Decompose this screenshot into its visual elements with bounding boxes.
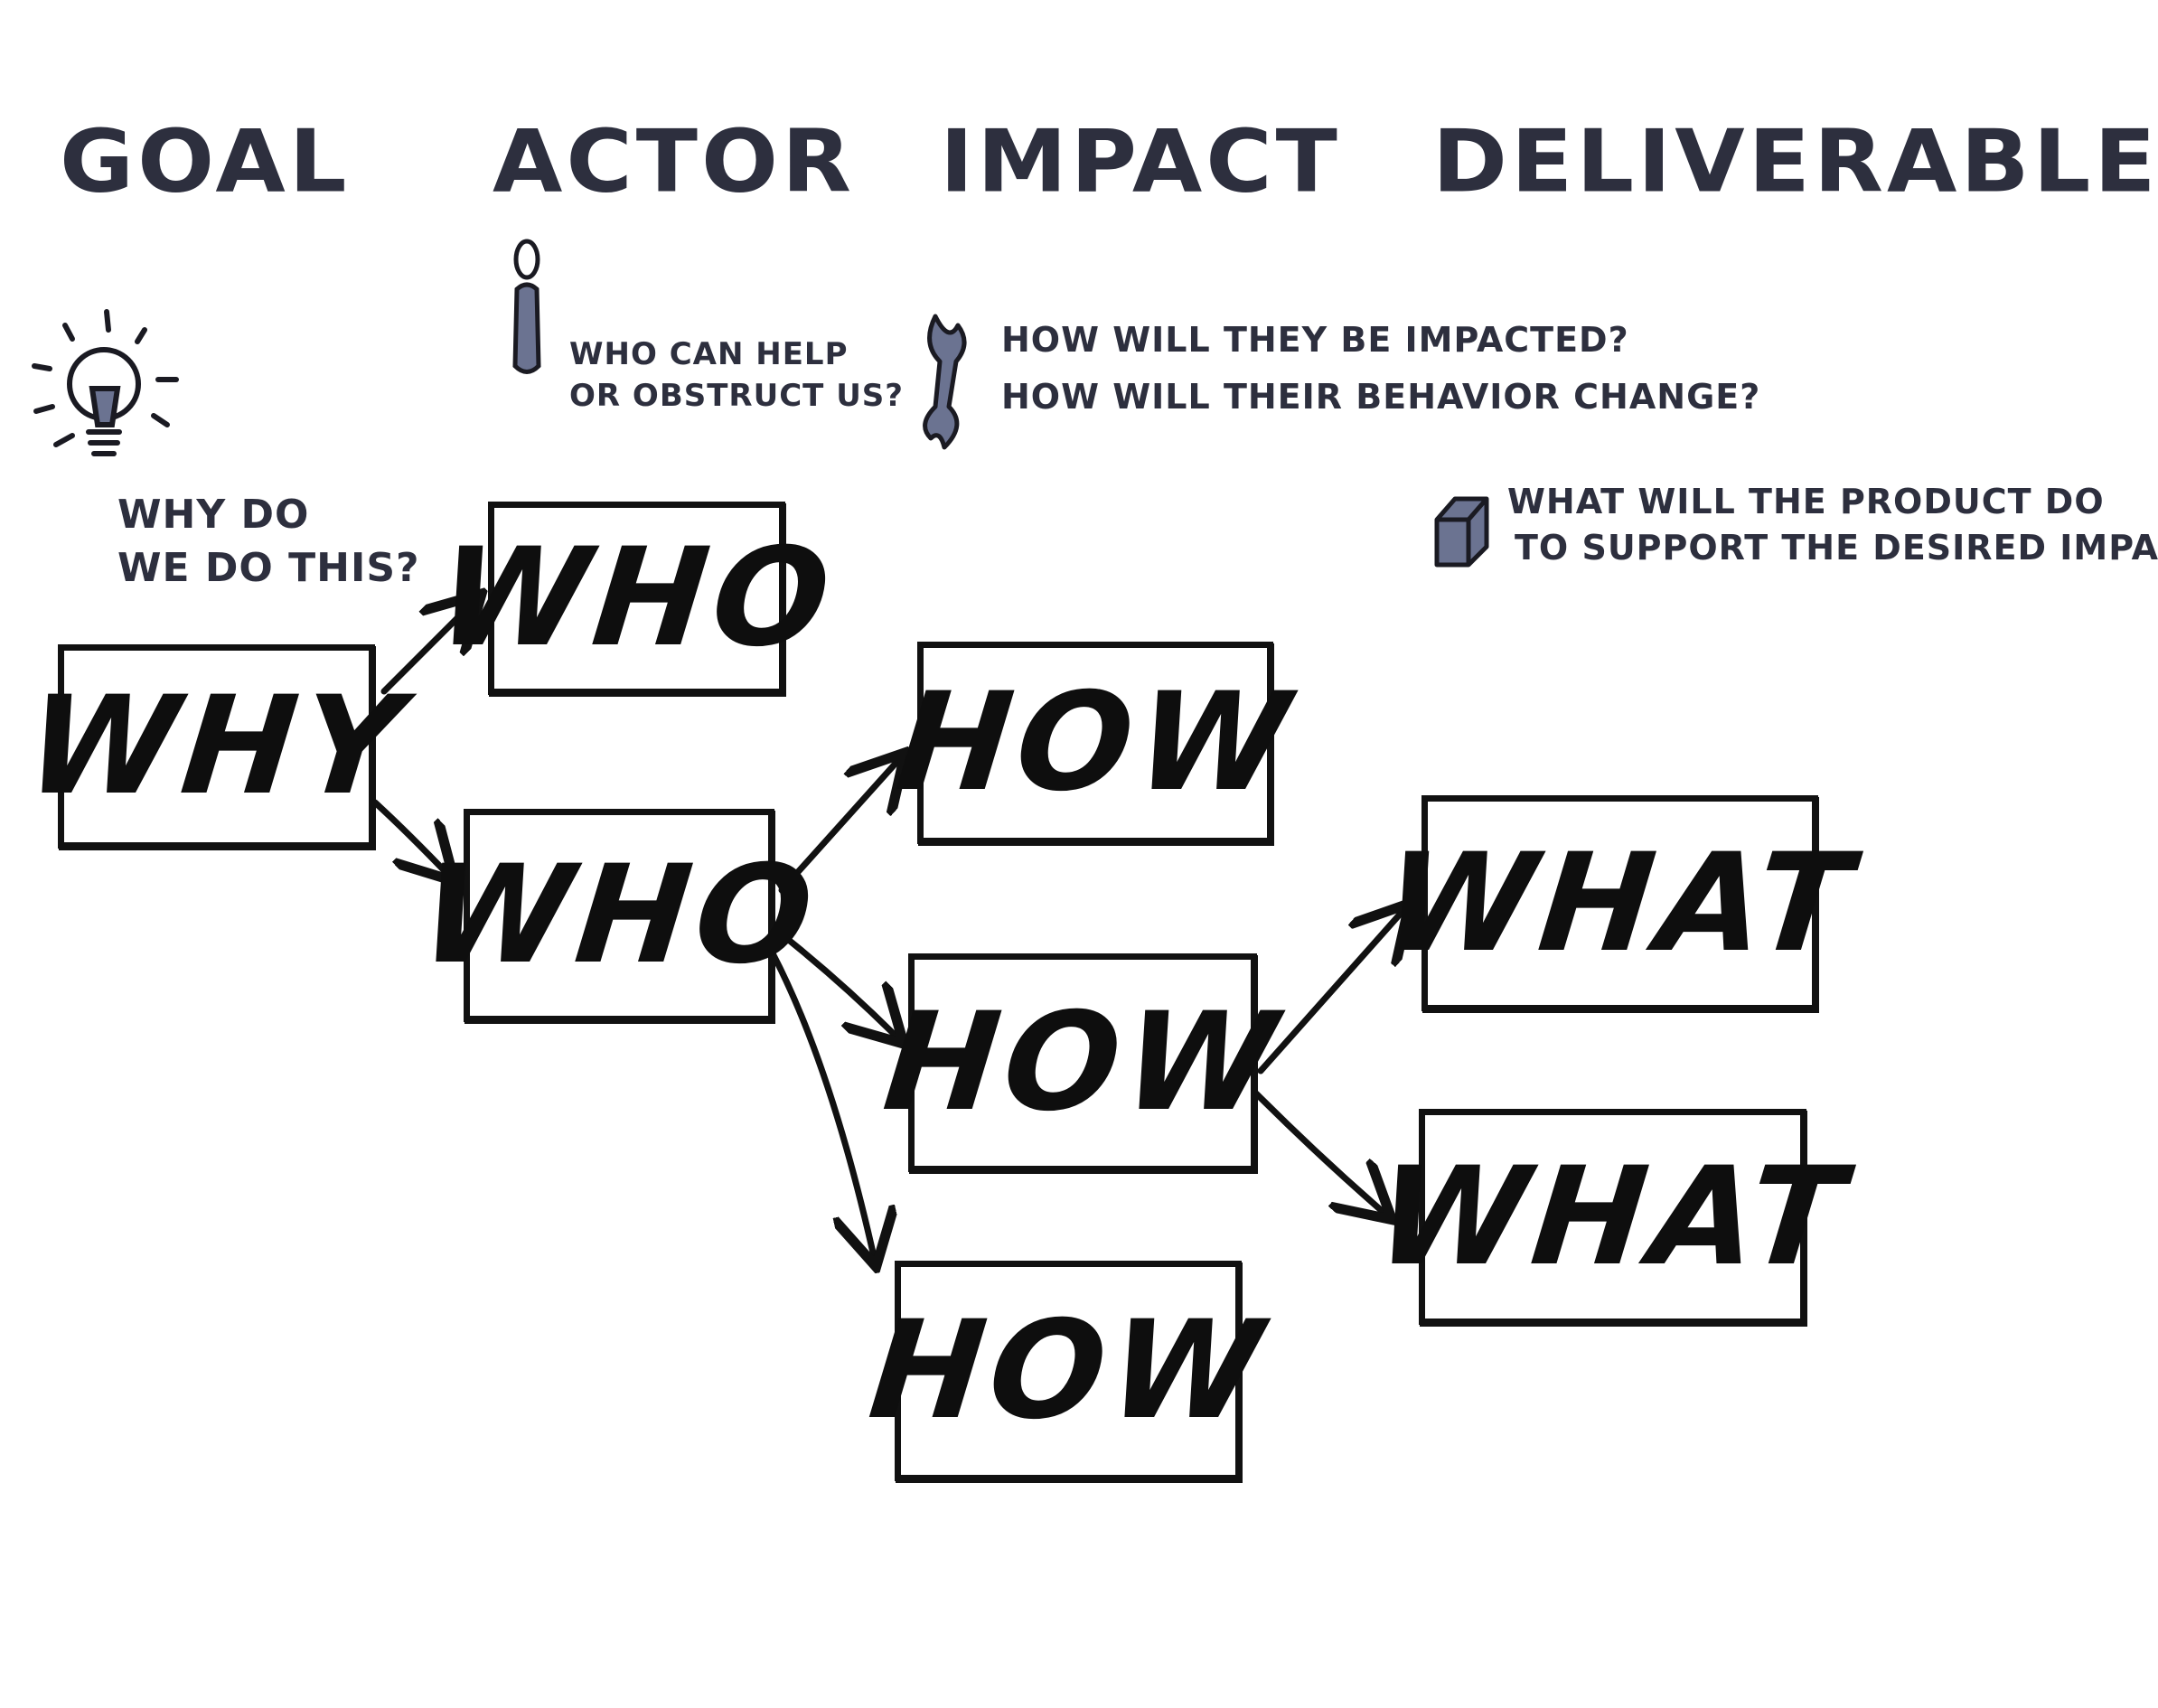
actor-note-line-1: WHO CAN HELP (569, 336, 849, 372)
column-title-actor: ACTOR (493, 110, 856, 212)
how-box-1-label: HOW (889, 664, 1301, 821)
impact-note-line-2: HOW WILL THEIR BEHAVIOR CHANGE? (1001, 376, 1761, 417)
arrow-why-to-who-1 (380, 598, 477, 695)
why-box-label: WHY (19, 668, 414, 825)
what-box-2: WHAT (1370, 1109, 1855, 1325)
how-box-1: HOW (890, 642, 1300, 844)
wrench-icon (923, 314, 967, 450)
actor-note-line-2: OR OBSTRUCT US? (569, 377, 905, 414)
who-box-2-label: WHO (413, 837, 825, 994)
impact-note: HOW WILL THEY BE IMPACTED? HOW WILL THEI… (1001, 312, 1760, 425)
who-box-2: WHO (414, 809, 824, 1022)
arrow-how-2-to-what-1 (1257, 908, 1405, 1075)
deliverable-note-line-2: TO SUPPORT THE DESIRED IMPACT? (1515, 528, 2158, 568)
cube-icon (1434, 496, 1489, 568)
how-box-2: HOW (877, 953, 1288, 1172)
what-box-2-label: WHAT (1369, 1138, 1856, 1296)
how-box-3-label: HOW (862, 1292, 1274, 1450)
goal-note: WHY DO WE DO THIS? (117, 488, 420, 596)
what-box-1: WHAT (1377, 795, 1862, 1011)
deliverable-note: WHAT WILL THE PRODUCT DO TO SUPPORT THE … (1507, 479, 2158, 572)
who-box-1-label: WHO (431, 520, 842, 677)
person-icon (512, 239, 541, 374)
how-box-3: HOW (863, 1261, 1273, 1481)
arrow-who-2-to-how-2 (774, 927, 899, 1039)
column-title-deliverable: DELIVERABLE (1432, 110, 2158, 212)
how-box-2-label: HOW (877, 984, 1289, 1141)
impact-note-line-1: HOW WILL THEY BE IMPACTED? (1001, 320, 1629, 360)
arrow-why-to-who-2 (371, 799, 450, 877)
what-box-1-label: WHAT (1376, 824, 1863, 982)
arrow-who-2-to-how-3 (769, 950, 875, 1261)
actor-note: WHO CAN HELP OR OBSTRUCT US? (569, 334, 904, 418)
goal-note-line-2: WE DO THIS? (117, 545, 420, 592)
deliverable-note-line-1: WHAT WILL THE PRODUCT DO (1507, 482, 2105, 521)
why-box: WHY (20, 644, 413, 849)
column-title-goal: GOAL (60, 110, 351, 212)
arrow-how-2-to-what-2 (1253, 1090, 1387, 1215)
who-box-1: WHO (431, 502, 842, 695)
lightbulb-icon (32, 309, 179, 456)
column-title-impact: IMPACT (940, 110, 1341, 212)
goal-note-line-1: WHY DO (117, 492, 310, 538)
arrow-who-2-to-how-1 (778, 757, 901, 894)
